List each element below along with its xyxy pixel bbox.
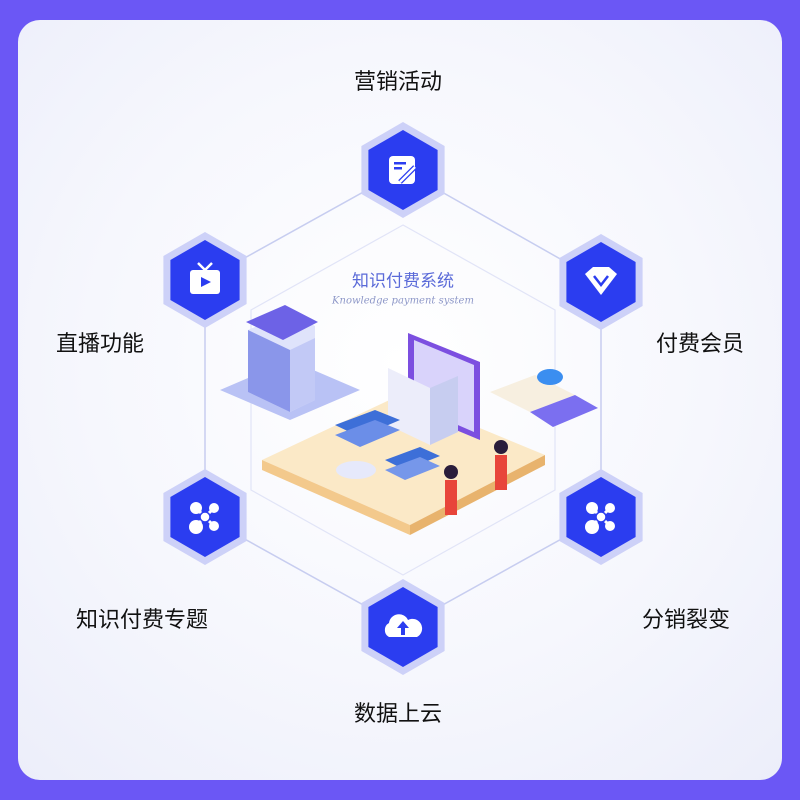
hex-membership[interactable] bbox=[559, 234, 643, 330]
diamond-icon bbox=[585, 267, 617, 295]
label-live: 直播功能 bbox=[55, 332, 145, 357]
hex-marketing[interactable] bbox=[361, 122, 445, 218]
label-topics: 知识付费专题 bbox=[75, 608, 209, 633]
isometric-illustration bbox=[220, 305, 598, 535]
hex-live[interactable] bbox=[163, 232, 247, 328]
cloud-upload-icon bbox=[384, 614, 423, 637]
label-membership: 付费会员 bbox=[655, 332, 745, 357]
edit-note-icon bbox=[389, 156, 417, 184]
hex-distribution[interactable] bbox=[559, 469, 643, 565]
label-distribution: 分销裂变 bbox=[641, 608, 731, 633]
center-subtitle: Knowledge payment system bbox=[332, 295, 474, 307]
center-title: 知识付费系统 bbox=[352, 271, 454, 292]
label-cloud: 数据上云 bbox=[353, 702, 443, 727]
hex-topics[interactable] bbox=[163, 469, 247, 565]
hex-cloud[interactable] bbox=[361, 579, 445, 675]
label-marketing: 营销活动 bbox=[353, 70, 443, 95]
tv-play-icon bbox=[190, 262, 220, 294]
